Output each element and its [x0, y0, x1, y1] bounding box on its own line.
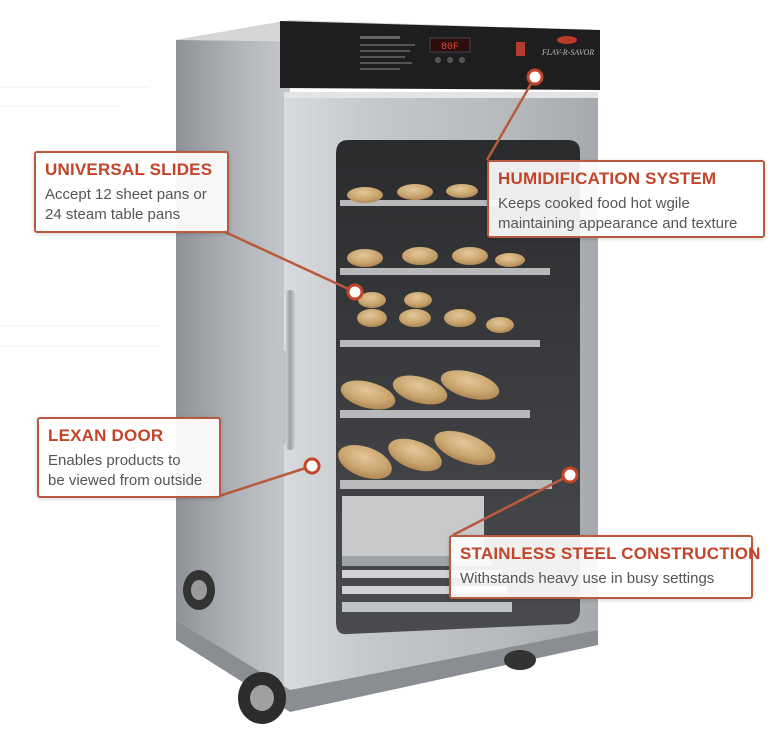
- brand-logo: FLAV-R-SAVOR: [541, 48, 594, 57]
- shelves-with-bread: [338, 184, 552, 612]
- callout-body-line: be viewed from outside: [48, 472, 203, 489]
- callout-body-line: Accept 12 sheet pans or: [45, 186, 207, 203]
- control-panel-details: 80F FLAV-R-SAVOR: [360, 36, 594, 70]
- callout-leader-lines: [218, 76, 571, 537]
- callout-body-line: Withstands heavy use in busy settings: [460, 570, 715, 587]
- caster-wheels: [183, 570, 536, 724]
- callout-body-line: Keeps cooked food hot wgile: [498, 195, 690, 212]
- callout-body: Enables products to be viewed from outsi…: [48, 451, 210, 491]
- callout-title: LEXAN DOOR: [48, 426, 164, 445]
- callout-humidification-system: HUMIDIFICATION SYSTEM Keeps cooked food …: [487, 160, 765, 238]
- callout-title: STAINLESS STEEL CONSTRUCTION: [460, 544, 761, 563]
- callout-universal-slides: UNIVERSAL SLIDES Accept 12 sheet pans or…: [34, 151, 229, 233]
- temperature-display: 80F: [441, 42, 459, 53]
- callout-lexan-door: LEXAN DOOR Enables products to be viewed…: [37, 417, 221, 498]
- callout-title: UNIVERSAL SLIDES: [45, 160, 213, 179]
- door-handle: [284, 290, 296, 450]
- callout-title: HUMIDIFICATION SYSTEM: [498, 169, 717, 188]
- callout-body-line: maintaining appearance and texture: [498, 215, 738, 232]
- callout-body: Accept 12 sheet pans or 24 steam table p…: [45, 185, 218, 225]
- callout-stainless-steel-construction: STAINLESS STEEL CONSTRUCTION Withstands …: [449, 535, 761, 599]
- callout-body: Withstands heavy use in busy settings: [460, 569, 742, 589]
- callout-body-line: Enables products to: [48, 452, 181, 469]
- callout-body: Keeps cooked food hot wgile maintaining …: [498, 194, 754, 234]
- background-ghost-marks: [0, 86, 160, 347]
- callout-marker-dots: [303, 68, 579, 484]
- callout-body-line: 24 steam table pans: [45, 206, 181, 223]
